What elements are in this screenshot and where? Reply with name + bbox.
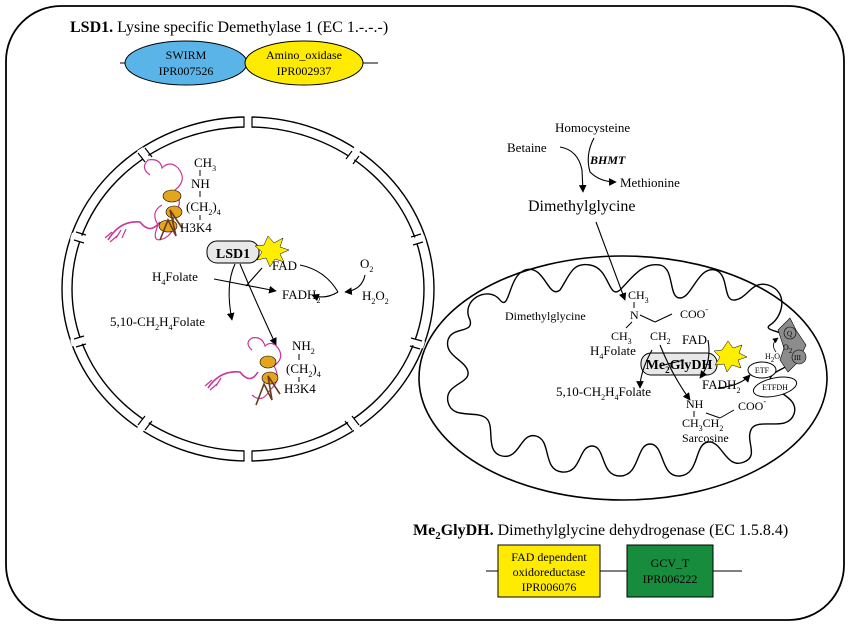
nuclear-pore-ends — [73, 117, 424, 461]
svg-text:SWIRM: SWIRM — [166, 48, 207, 62]
svg-text:CH3CH2: CH3CH2 — [682, 416, 723, 433]
svg-text:Sarcosine: Sarcosine — [682, 431, 729, 445]
me2glydh-enzyme: Me2GlyDH — [640, 352, 718, 376]
mito-methylene-thf-label: 5,10-CH2H4Folate — [556, 384, 651, 402]
me2glydh-title: Me2GlyDH. Dimethylglycine dehydrogenase … — [413, 522, 788, 542]
svg-text:oxidoreductase: oxidoreductase — [513, 565, 586, 579]
svg-text:(CH2)4: (CH2)4 — [286, 361, 321, 379]
methionine-label: Methionine — [620, 175, 680, 190]
svg-text:O2: O2 — [783, 343, 793, 355]
mito-reaction-arrows — [636, 339, 751, 401]
fad-oxidoreductase-domain: FAD dependent oxidoreductase IPR006076 — [497, 544, 601, 598]
dimethylglycine-label: Dimethylglycine — [528, 198, 636, 215]
etf-protein: ETF — [747, 361, 777, 379]
svg-text:IPR006076: IPR006076 — [522, 580, 577, 594]
svg-text:III: III — [794, 354, 802, 362]
svg-text:COO-: COO- — [680, 305, 708, 321]
svg-text:H2O: H2O — [765, 352, 780, 364]
svg-text:CH2: CH2 — [650, 329, 671, 346]
etfdh-protein: ETFDH — [752, 376, 798, 398]
histone-top-icon — [104, 159, 183, 243]
svg-text:IPR006222: IPR006222 — [643, 572, 698, 586]
bhmt-arrows — [559, 137, 627, 301]
sarcosine-structure: NH COO- CH3CH2 Sarcosine — [682, 397, 766, 445]
svg-text:CH3: CH3 — [194, 155, 216, 173]
svg-text:CH3: CH3 — [628, 288, 649, 305]
mitochondrion-outer-membrane — [418, 255, 828, 501]
substrate-methyl-lysine: CH3 NH (CH2)4 H3K4 — [180, 155, 221, 235]
svg-text:NH: NH — [686, 397, 704, 411]
product-lysine: NH2 (CH2)4 H3K4 — [284, 338, 321, 396]
bhmt-label: BHMT — [589, 153, 626, 167]
svg-text:FAD dependent: FAD dependent — [511, 550, 587, 564]
h4folate-label: H4Folate — [152, 269, 198, 287]
svg-text:N: N — [630, 308, 639, 322]
swirm-domain: SWIRM IPR007526 — [124, 40, 248, 86]
svg-text:Amino_oxidase: Amino_oxidase — [266, 48, 342, 62]
svg-text:NH2: NH2 — [292, 338, 315, 356]
lsd1-title: LSD1. Lysine specific Demethylase 1 (EC … — [70, 19, 388, 36]
svg-text:Q: Q — [787, 330, 792, 338]
homocysteine-label: Homocysteine — [555, 120, 630, 135]
svg-text:H3K4: H3K4 — [180, 220, 212, 235]
betaine-label: Betaine — [507, 140, 547, 155]
amino-oxidase-domain: Amino_oxidase IPR002937 — [244, 40, 364, 86]
o2-label: O2 — [360, 256, 373, 274]
svg-text:NH: NH — [191, 176, 210, 191]
histone-bottom-icon — [204, 337, 282, 406]
h2o2-label: H2O2 — [362, 288, 389, 306]
gcv-t-domain: GCV_T IPR006222 — [626, 544, 714, 598]
svg-text:LSD1: LSD1 — [216, 247, 250, 262]
lsd1-enzyme: LSD1 — [206, 240, 260, 264]
svg-text:ETFDH: ETFDH — [762, 383, 788, 392]
mito-h4folate-label: H4Folate — [590, 343, 636, 361]
lsd1-star-icon — [254, 235, 290, 268]
methylene-thf-label: 5,10-CH2H4Folate — [110, 314, 205, 332]
svg-text:CH3: CH3 — [611, 329, 632, 346]
svg-text:Me2GlyDH: Me2GlyDH — [646, 358, 713, 375]
electron-transfer-complex: Q III H2O O2 — [765, 317, 807, 373]
nuclear-pores — [69, 113, 427, 463]
fad-label: FAD — [272, 258, 297, 273]
me2glydh-star-icon — [713, 340, 748, 373]
svg-text:GCV_T: GCV_T — [651, 556, 690, 570]
mito-fadh2-label: FADH2 — [702, 377, 740, 395]
svg-text:COO-: COO- — [738, 397, 766, 413]
mito-dmg-label: Dimethylglycine — [505, 309, 586, 323]
svg-text:IPR007526: IPR007526 — [159, 64, 214, 78]
svg-text:ETF: ETF — [755, 366, 770, 375]
svg-text:H3K4: H3K4 — [284, 381, 316, 396]
nuclear-reaction-arrows — [213, 263, 366, 346]
cell-membrane — [5, 5, 845, 621]
mito-fad-label: FAD — [682, 332, 707, 347]
dmg-structure: CH3 N COO- CH3 CH2 — [611, 288, 708, 346]
mitochondrion-inner-membrane — [446, 263, 799, 477]
svg-text:IPR002937: IPR002937 — [277, 64, 332, 78]
svg-text:(CH2)4: (CH2)4 — [186, 199, 221, 217]
